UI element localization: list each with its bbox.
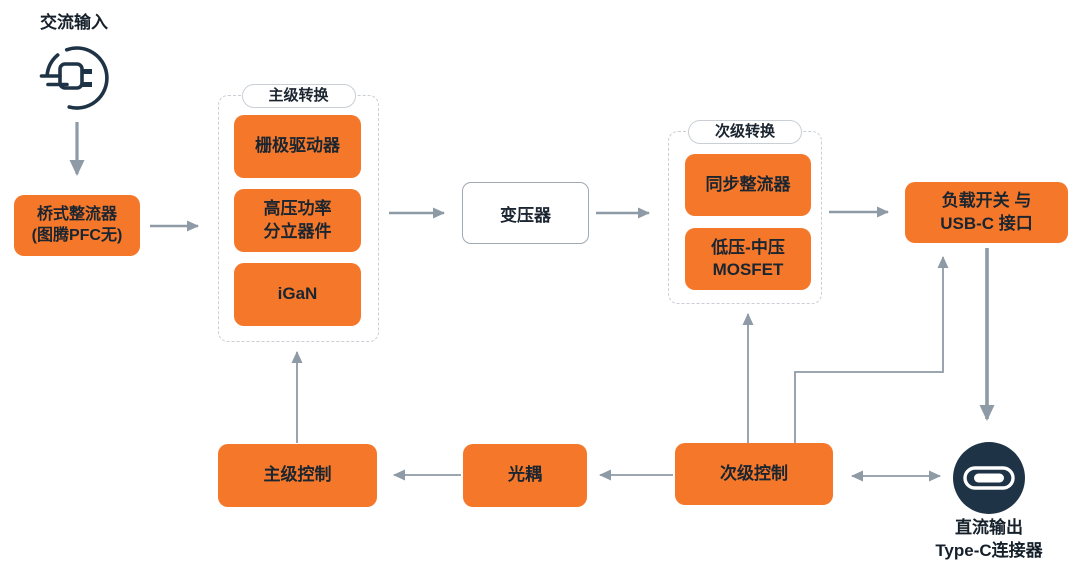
group-primary-conversion: 主级转换 栅极驱动器 高压功率 分立器件 iGaN xyxy=(218,84,379,342)
node-igan: iGaN xyxy=(234,263,361,326)
usb-c-connector-icon xyxy=(953,442,1025,514)
node-gate-driver: 栅极驱动器 xyxy=(234,115,361,178)
node-load-switch-usbc: 负载开关 与 USB-C 接口 xyxy=(905,182,1068,243)
plug-prong-bottom xyxy=(82,82,92,87)
ac-input-label: 交流输入 xyxy=(40,13,108,32)
node-primary-control: 主级控制 xyxy=(218,444,377,507)
node-optocoupler: 光耦 xyxy=(463,444,587,507)
node-hv-power-discretes: 高压功率 分立器件 xyxy=(234,189,361,252)
ac-plug-icon xyxy=(39,46,109,110)
node-secondary-control: 次级控制 xyxy=(675,443,833,505)
node-lv-mv-mosfet: 低压-中压 MOSFET xyxy=(685,228,811,290)
group-secondary-conversion-title: 次级转换 xyxy=(687,120,803,144)
node-sync-rectifier: 同步整流器 xyxy=(685,154,811,216)
node-transformer: 变压器 xyxy=(462,182,589,244)
plug-prong-top xyxy=(82,69,92,74)
group-secondary-conversion: 次级转换 同步整流器 低压-中压 MOSFET xyxy=(668,120,822,304)
dc-output-label: 直流输出 Type-C连接器 xyxy=(935,518,1043,560)
node-bridge-rectifier: 桥式整流器 (图腾PFC无) xyxy=(14,195,140,256)
group-primary-conversion-title: 主级转换 xyxy=(241,84,356,108)
